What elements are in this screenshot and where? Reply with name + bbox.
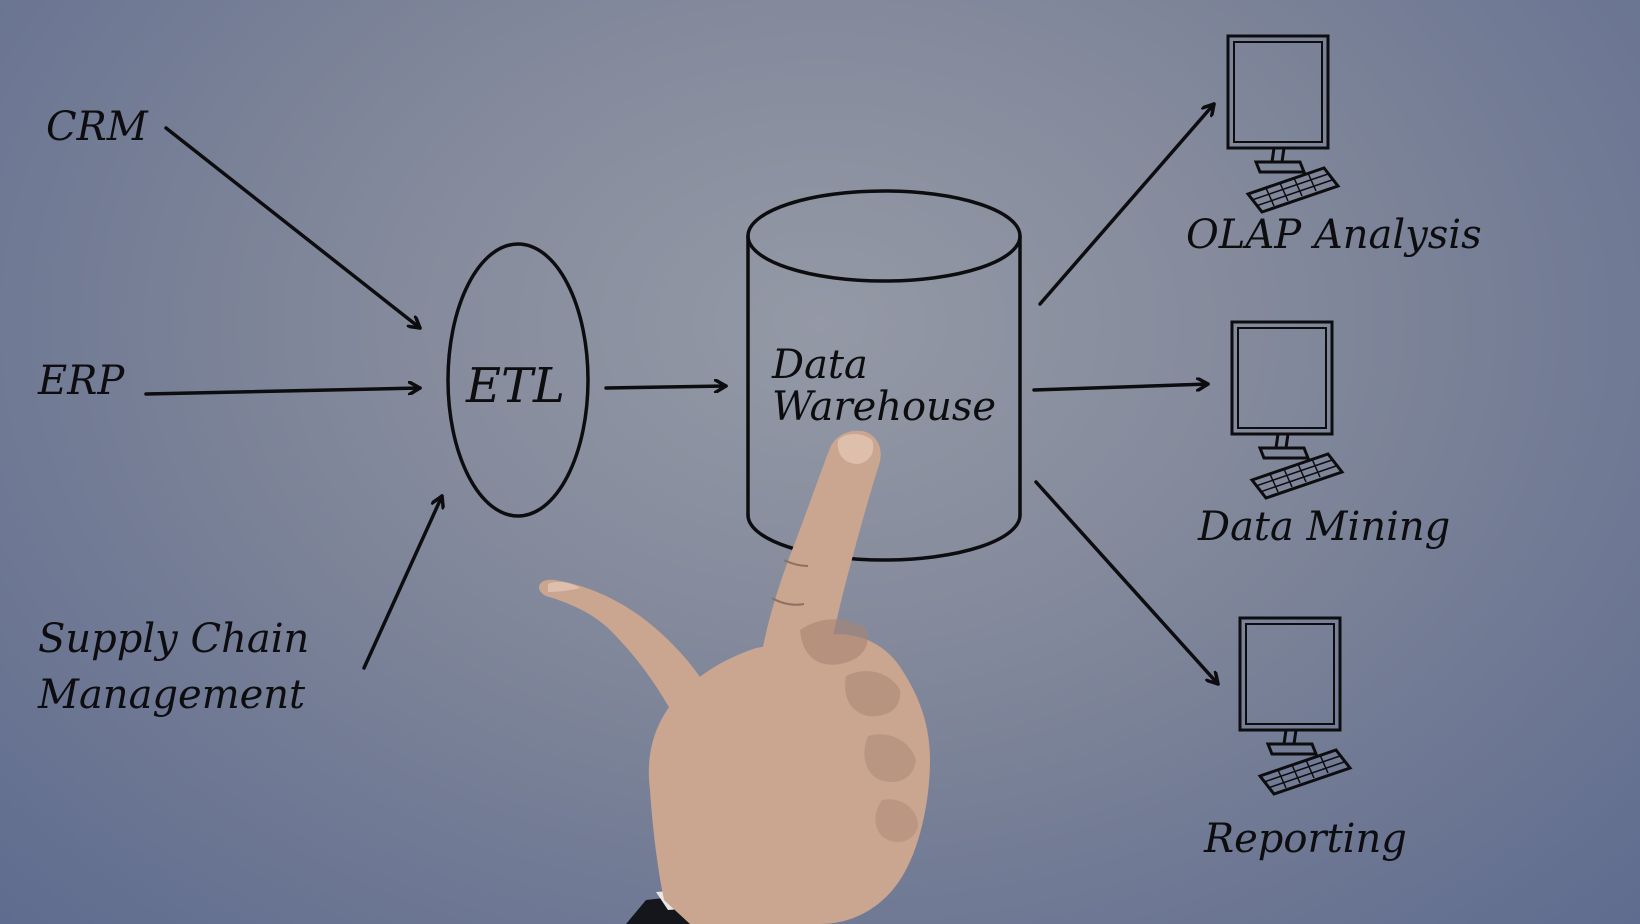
arrow-etl-to-warehouse: [604, 386, 728, 388]
arrow-warehouse-to-olap: [1038, 102, 1216, 306]
source-crm-label: CRM: [46, 104, 149, 150]
etl-label: ETL: [465, 358, 565, 414]
warehouse-label-line1: Data: [771, 342, 868, 388]
output-olap-label: OLAP Analysis: [1186, 212, 1482, 258]
warehouse-label-line2: Warehouse: [772, 384, 996, 430]
etl-ellipse: [446, 242, 590, 518]
data-warehouse-cylinder: [746, 189, 1022, 562]
arrow-warehouse-to-mining: [1032, 384, 1210, 392]
arrow-erp-to-etl: [144, 388, 422, 396]
arrow-warehouse-to-reporting: [1034, 480, 1220, 686]
source-management-label: Management: [37, 672, 306, 718]
output-mining-label: Data Mining: [1197, 504, 1450, 550]
mining-desktop-computer-icon: [1230, 320, 1344, 500]
reporting-desktop-computer-icon: [1238, 616, 1352, 796]
source-erp-label: ERP: [37, 358, 125, 404]
source-supply-chain-label: Supply Chain: [38, 616, 309, 662]
arrow-supply-chain-to-etl: [362, 494, 442, 670]
output-reporting-label: Reporting: [1203, 816, 1407, 862]
arrow-crm-to-etl: [164, 126, 422, 330]
olap-desktop-computer-icon: [1226, 34, 1340, 214]
pointing-hand-icon: [539, 430, 930, 924]
